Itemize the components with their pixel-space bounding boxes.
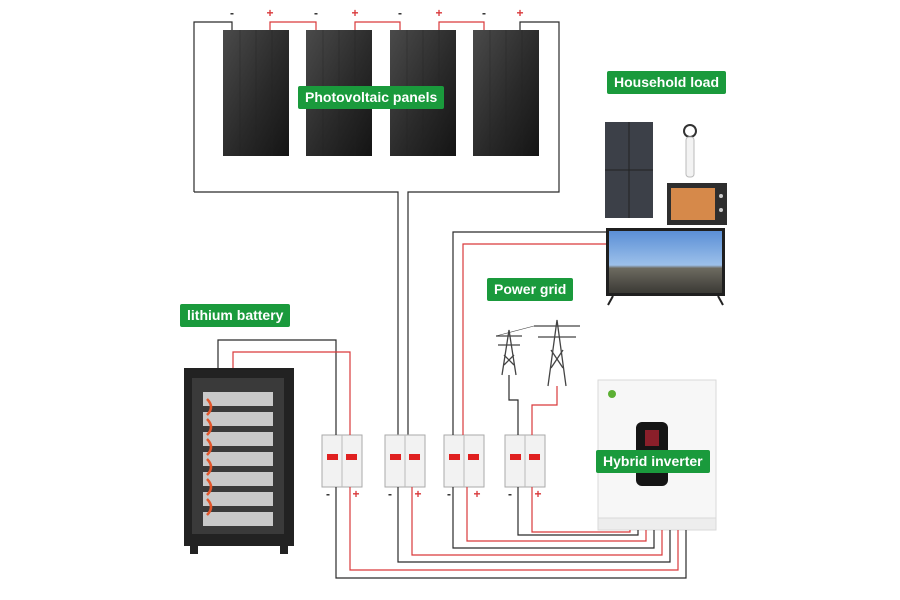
pv-pos-terminal: + bbox=[351, 6, 358, 20]
television-icon bbox=[606, 228, 725, 306]
breaker-neg-terminal: - bbox=[447, 487, 451, 501]
breaker-pos-terminal: + bbox=[414, 487, 421, 501]
breakers bbox=[321, 434, 546, 488]
household-appliances bbox=[605, 122, 727, 306]
circuit-breaker-icon bbox=[504, 434, 546, 488]
label-hybrid-inverter: Hybrid inverter bbox=[596, 450, 710, 473]
battery-rack-icon bbox=[184, 368, 294, 554]
power-pylon-icon bbox=[495, 319, 580, 387]
pv-neg-terminal: - bbox=[482, 6, 486, 20]
label-household-load: Household load bbox=[607, 71, 726, 94]
wiring bbox=[217, 231, 687, 579]
breaker-pos-terminal: + bbox=[473, 487, 480, 501]
pv-neg-terminal: - bbox=[230, 6, 234, 20]
pv-neg-terminal: - bbox=[398, 6, 402, 20]
refrigerator-icon bbox=[605, 122, 653, 218]
oven-icon bbox=[667, 183, 727, 225]
hair-dryer-icon bbox=[683, 124, 697, 178]
label-lithium-battery: lithium battery bbox=[180, 304, 291, 327]
breaker-neg-terminal: - bbox=[508, 487, 512, 501]
pv-pos-terminal: + bbox=[516, 6, 523, 20]
breaker-neg-terminal: - bbox=[326, 487, 330, 501]
breaker-neg-terminal: - bbox=[388, 487, 392, 501]
circuit-breaker-icon bbox=[321, 434, 363, 488]
circuit-breaker-icon bbox=[384, 434, 426, 488]
breaker-pos-terminal: + bbox=[352, 487, 359, 501]
pv-neg-terminal: - bbox=[314, 6, 318, 20]
breaker-pos-terminal: + bbox=[534, 487, 541, 501]
label-power-grid: Power grid bbox=[487, 278, 574, 301]
label-photovoltaic-panels: Photovoltaic panels bbox=[298, 86, 445, 109]
circuit-breaker-icon bbox=[443, 434, 485, 488]
pv-pos-terminal: + bbox=[435, 6, 442, 20]
pv-pos-terminal: + bbox=[266, 6, 273, 20]
